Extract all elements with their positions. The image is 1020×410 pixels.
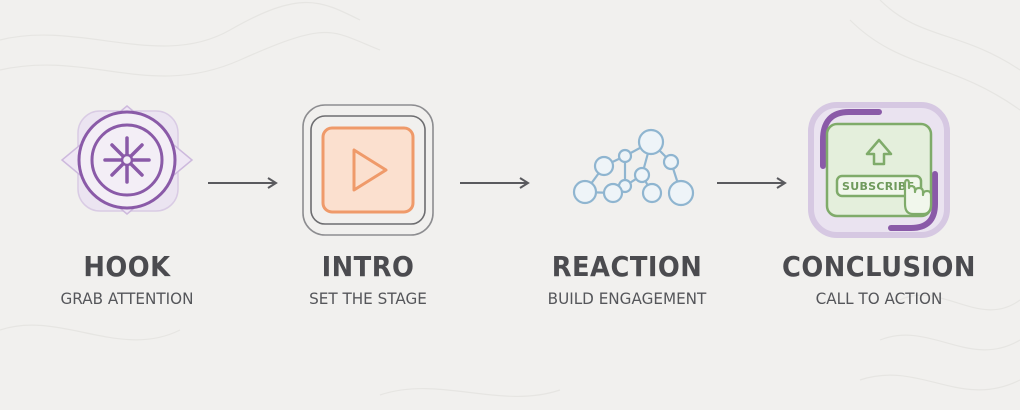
step-hook: HOOK GRAB ATTENTION xyxy=(17,100,237,308)
arrow-right-icon xyxy=(460,177,530,189)
step-title: HOOK xyxy=(83,250,171,283)
step-subtitle: BUILD ENGAGEMENT xyxy=(547,289,707,308)
step-conclusion: SUBSCRIBE CONCLUSION CALL TO ACTION xyxy=(769,100,989,308)
arrow-right-icon xyxy=(208,177,278,189)
step-title: CONCLUSION xyxy=(782,250,976,283)
step-subtitle: GRAB ATTENTION xyxy=(60,289,194,308)
arrow-right-icon xyxy=(717,177,787,189)
step-reaction: REACTION BUILD ENGAGEMENT xyxy=(517,100,737,308)
step-subtitle: SET THE STAGE xyxy=(309,289,427,308)
asterisk-icon xyxy=(60,105,194,215)
play-icon xyxy=(302,104,434,236)
step-title: REACTION xyxy=(551,250,703,283)
subscribe-icon: SUBSCRIBE xyxy=(808,102,950,238)
network-icon xyxy=(572,128,695,207)
hand-cursor-icon xyxy=(903,178,933,216)
subscribe-button-text: SUBSCRIBE xyxy=(842,180,914,193)
step-subtitle: CALL TO ACTION xyxy=(815,289,943,308)
step-intro: INTRO SET THE STAGE xyxy=(258,100,478,308)
step-title: INTRO xyxy=(321,250,415,283)
